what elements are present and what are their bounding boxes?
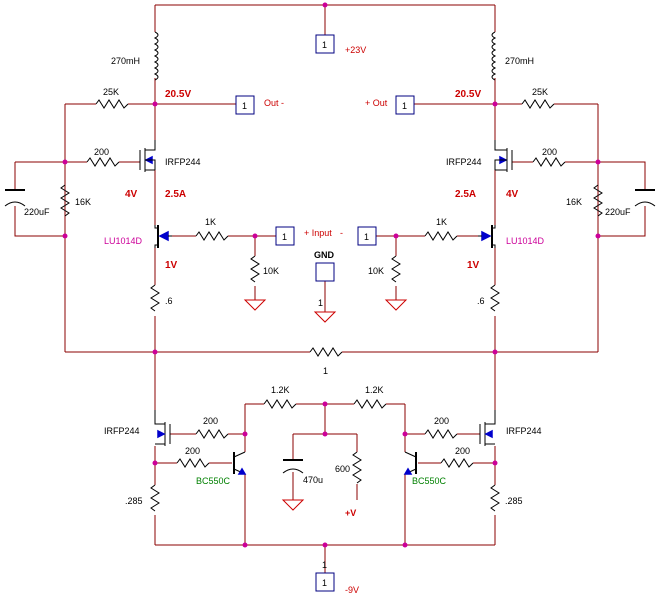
connector-gnd-num: 1	[318, 298, 323, 308]
mosfet-lower-left	[154, 410, 171, 446]
r285-right-value: .285	[505, 496, 523, 506]
r12k-left-value: 1.2K	[271, 385, 290, 395]
inductor-right-value: 270mH	[505, 56, 534, 66]
voltage-left-20-5: 20.5V	[165, 89, 191, 100]
voltage-right-20-5: 20.5V	[455, 89, 481, 100]
connector-supply-neg-num: 1	[322, 560, 327, 570]
inductor-left-value: 270mH	[111, 56, 140, 66]
r600-value: 600	[335, 464, 350, 474]
connector-input-left-num: 1	[282, 232, 287, 242]
r200-base-left-value: 200	[185, 446, 200, 456]
connector-out-plus: 1	[395, 95, 415, 115]
jfet-left	[154, 225, 172, 248]
resistors	[60, 99, 603, 512]
r200-upper-left-value: 200	[94, 147, 109, 157]
plus-v-label: +V	[345, 508, 356, 518]
jfet-right	[478, 225, 496, 248]
r06-left-value: .6	[165, 296, 173, 306]
connector-out-minus-num: 1	[242, 101, 247, 111]
voltage-left-1: 1V	[165, 260, 178, 271]
mosfet-upper-left	[139, 140, 156, 172]
mosfet-lower-left-part: IRFP244	[104, 426, 140, 436]
voltage-right-1: 1V	[467, 260, 480, 271]
connector-ground-1: 1	[322, 578, 327, 588]
current-left-2-5: 2.5A	[165, 189, 186, 200]
r10k-right-value: 10K	[368, 266, 384, 276]
connector-supply-neg: 1	[315, 560, 335, 592]
connector-gnd: 1	[315, 262, 335, 308]
junction-dots	[62, 2, 601, 548]
input-plus-label: + Input	[304, 228, 332, 238]
labels: +23V -9V GND Out - + Out + Input - +V 27…	[24, 45, 631, 595]
r10k-left-value: 10K	[263, 266, 279, 276]
ground-symbols	[243, 299, 408, 511]
input-minus-label: -	[340, 228, 343, 238]
mosfet-lower-right-part: IRFP244	[506, 426, 542, 436]
connector-supply-neg-inner: 1	[322, 578, 327, 588]
r06-right-value: .6	[477, 296, 485, 306]
supply-pos-label: +23V	[345, 45, 366, 55]
r200-lower-left-value: 200	[203, 416, 218, 426]
mosfet-upper-left-part: IRFP244	[165, 157, 201, 167]
wires	[14, 4, 646, 573]
current-right-2-5: 2.5A	[455, 189, 476, 200]
bjt-left-part: BC550C	[196, 476, 231, 486]
mosfet-upper-right	[494, 140, 513, 172]
r1k-left-value: 1K	[205, 217, 216, 227]
r25k-left-value: 25K	[103, 87, 119, 97]
voltage-right-4: 4V	[506, 189, 519, 200]
inductor-left	[153, 31, 159, 81]
c470u-value: 470u	[303, 475, 323, 485]
voltage-left-4: 4V	[125, 189, 138, 200]
jfet-left-part: LU1014D	[104, 236, 143, 246]
r1-value: 1	[323, 366, 328, 376]
inductor-right	[491, 31, 497, 81]
connector-out-plus-num: 1	[402, 101, 407, 111]
connector-supply-pos: 1	[315, 34, 335, 54]
connector-input-right: 1	[357, 226, 377, 246]
mosfet-lower-right	[479, 410, 496, 446]
out-plus-label: + Out	[365, 98, 388, 108]
connector-out-minus: 1	[235, 95, 255, 115]
mosfet-upper-right-part: IRFP244	[446, 157, 482, 167]
r200-lower-right-value: 200	[434, 416, 449, 426]
r285-left-value: .285	[125, 496, 143, 506]
r12k-right-value: 1.2K	[365, 385, 384, 395]
r25k-right-value: 25K	[532, 87, 548, 97]
out-minus-label: Out -	[264, 98, 284, 108]
bjt-right	[403, 451, 417, 475]
r200-upper-right-value: 200	[542, 147, 557, 157]
r16k-right-value: 16K	[566, 197, 582, 207]
bjt-right-part: BC550C	[412, 476, 447, 486]
capacitors	[4, 189, 656, 474]
r16k-left-value: 16K	[75, 197, 91, 207]
supply-neg-label: -9V	[345, 585, 359, 595]
c220u-right-value: 220uF	[605, 207, 631, 217]
bjt-left	[233, 451, 247, 475]
connector-input-right-num: 1	[364, 232, 369, 242]
r1k-right-value: 1K	[436, 217, 447, 227]
jfet-right-part: LU1014D	[506, 236, 545, 246]
c220u-left-value: 220uF	[24, 207, 50, 217]
gnd-label: GND	[314, 250, 335, 260]
r200-base-right-value: 200	[455, 446, 470, 456]
connector-supply-pos-num: 1	[322, 40, 327, 50]
connector-input-left: 1	[275, 226, 295, 246]
